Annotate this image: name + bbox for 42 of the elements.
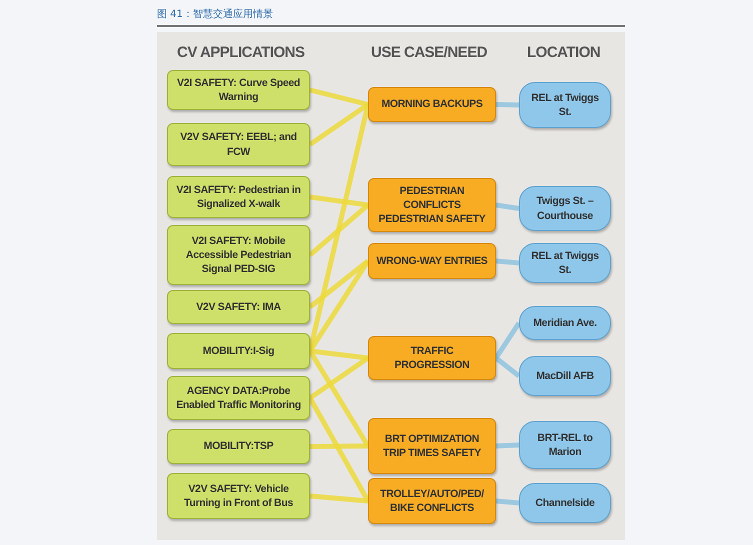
- connector-band: [496, 442, 520, 448]
- column-header: CV APPLICATIONS: [177, 44, 305, 61]
- location-box: REL at Twiggs St.: [519, 243, 611, 283]
- connector-band: [310, 194, 368, 208]
- connector-band: [308, 203, 370, 257]
- connector-band: [494, 356, 521, 378]
- location-box: REL at Twiggs St.: [519, 82, 611, 128]
- connector-band: [309, 88, 369, 107]
- connector-band: [310, 494, 368, 504]
- connector-band: [310, 348, 368, 360]
- application-box: V2V SAFETY: EEBL; and FCW: [167, 123, 310, 166]
- connector-band: [496, 202, 520, 211]
- use-case-box: MORNING BACKUPS: [368, 87, 496, 122]
- location-box: Twiggs St. – Courthouse: [519, 186, 611, 231]
- application-box: V2I SAFETY: Pedestrian in Signalized X-walk: [167, 176, 310, 218]
- connector-band: [494, 322, 522, 360]
- figure-title: 图 41：智慧交通应用情景: [157, 8, 273, 21]
- use-case-box: WRONG-WAY ENTRIES: [368, 243, 496, 279]
- location-box: MacDill AFB: [519, 356, 611, 396]
- application-box: V2V SAFETY: Vehicle Turning in Front of Bus: [167, 473, 310, 519]
- use-case-box: TROLLEY/AUTO/PED/ BIKE CONFLICTS: [368, 478, 496, 524]
- application-box: V2I SAFETY: Curve Speed Warning: [167, 70, 310, 110]
- location-box: Channelside: [519, 483, 611, 523]
- connector-band: [496, 102, 520, 108]
- application-box: V2V SAFETY: IMA: [167, 290, 310, 324]
- application-box: V2I SAFETY: Mobile Accessible Pedestrian Signal PED-SIG: [167, 225, 310, 285]
- connector-band: [308, 356, 370, 400]
- use-case-box: TRAFFIC PROGRESSION: [368, 336, 496, 380]
- use-case-box: BRT OPTIMIZATION TRIP TIMES SAFETY: [368, 418, 496, 474]
- connector-band: [308, 259, 370, 309]
- connector-band: [310, 444, 368, 449]
- column-header: LOCATION: [527, 44, 600, 61]
- application-box: MOBILITY:TSP: [167, 429, 310, 464]
- connector-band: [496, 498, 520, 506]
- connector-band: [308, 102, 370, 147]
- location-box: Meridian Ave.: [519, 306, 611, 340]
- application-box: AGENCY DATA:Probe Enabled Traffic Monitoring: [167, 376, 310, 420]
- column-header: USE CASE/NEED: [371, 44, 488, 61]
- application-box: MOBILITY:I-Sig: [167, 333, 310, 369]
- location-box: BRT-REL to Marion: [519, 421, 611, 469]
- use-case-box: PEDESTRIAN CONFLICTS PEDESTRIAN SAFETY: [368, 178, 496, 232]
- connector-band: [496, 258, 520, 266]
